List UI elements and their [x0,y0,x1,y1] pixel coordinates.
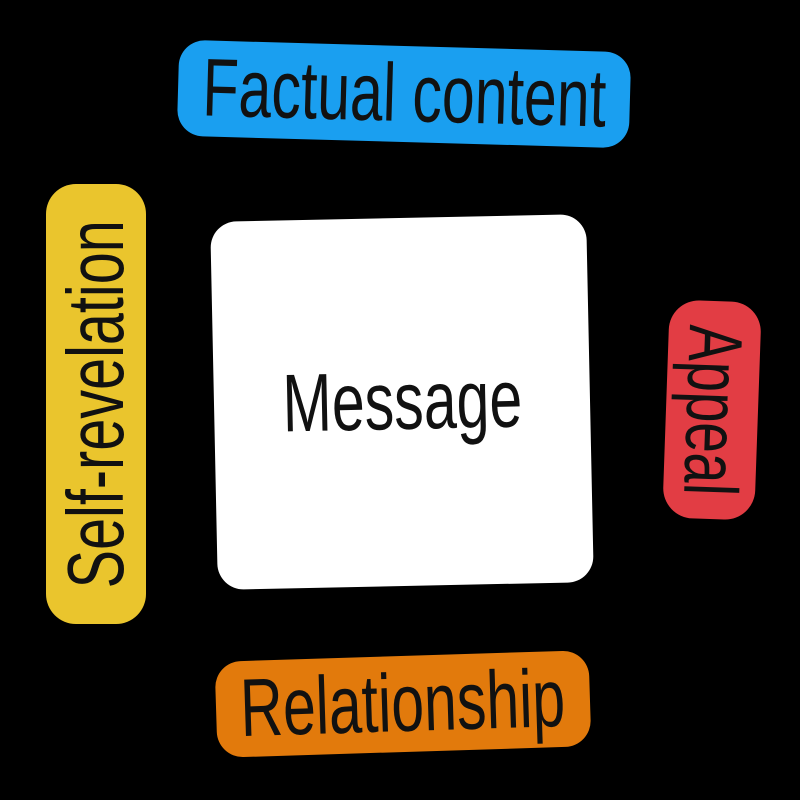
appeal-label: Appeal [667,323,758,497]
relationship-box: Relationship [214,650,592,758]
factual-content-label: Factual content [200,42,608,145]
self-revelation-box: Self-revelation [46,184,146,624]
relationship-label: Relationship [239,652,567,755]
message-card: Message [210,214,594,590]
self-revelation-label: Self-revelation [51,219,140,589]
factual-content-box: Factual content [176,39,632,149]
appeal-box: Appeal [662,299,762,521]
message-label: Message [281,353,523,450]
